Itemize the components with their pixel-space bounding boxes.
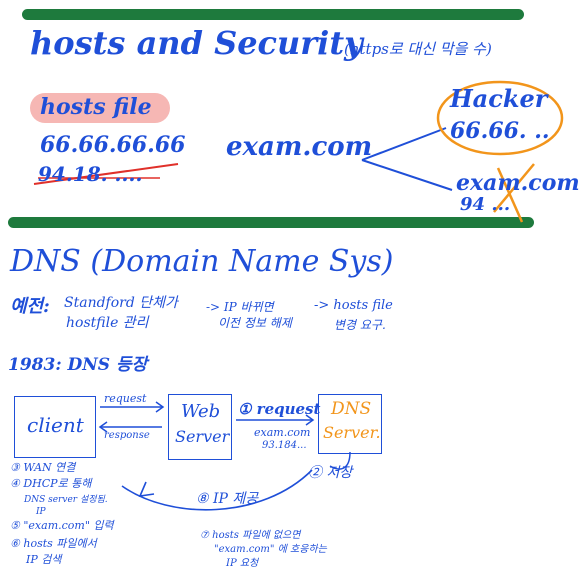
client-step-5: ⑤ "exam.com" 입력	[10, 519, 114, 532]
response-arrow-head	[98, 421, 108, 433]
hosts-security-note: (https로 대신 막을 수)	[344, 40, 492, 58]
web-server-box: Web Server	[168, 394, 232, 460]
hacker-label: Hacker	[450, 84, 548, 113]
hosts-security-title: hosts and Security	[30, 24, 363, 62]
request-label: request	[104, 392, 147, 405]
client-step-2: ④ DHCP로 통해	[10, 477, 92, 490]
cross-line-1	[496, 167, 524, 223]
hosts-file-highlight	[30, 93, 170, 123]
past-label: 예전:	[10, 296, 50, 317]
dns-request-arrow-head	[305, 414, 315, 426]
bottom-step-1: ⑦ hosts 파일에 없으면	[200, 530, 301, 541]
hacker-ip: 66.66. ..	[450, 118, 550, 144]
fake-domain-ip: 94 ...	[460, 194, 511, 215]
dns-server-line-2: Server.	[323, 423, 381, 442]
dns-server-line-1: DNS	[331, 399, 372, 419]
ip-change-line-1: -> IP 바뀌면	[206, 300, 274, 314]
dns-title: DNS (Domain Name Sys)	[10, 244, 394, 279]
client-box: client	[14, 396, 96, 458]
strike-line-1	[33, 163, 179, 185]
past-line-1: Standford 단체가	[64, 295, 178, 311]
hacker-circle	[436, 80, 564, 156]
store-label: ② 저장	[308, 465, 353, 481]
branch-up-line	[361, 127, 447, 161]
response-label: response	[104, 430, 150, 441]
hosts-file-label: hosts file	[40, 94, 152, 120]
hosts-good-ip: 66.66.66.66	[40, 132, 186, 158]
client-label: client	[27, 413, 84, 437]
fake-domain-label: exam.com	[456, 170, 580, 196]
hosts-change-line-2: 변경 요구.	[334, 318, 386, 332]
past-line-2: hostfile 관리	[66, 315, 149, 331]
dns-request-ip: 93.184...	[262, 440, 307, 451]
dns-request-domain: exam.com	[254, 426, 311, 439]
client-step-7: IP 검색	[26, 553, 62, 566]
web-server-line-1: Web	[181, 401, 221, 422]
hosts-change-line-1: -> hosts file	[314, 298, 393, 313]
middle-divider-bar	[8, 217, 534, 228]
ip-return-curve	[121, 469, 313, 511]
hosts-bad-ip: 94.18. ....	[38, 162, 143, 186]
branch-down-line	[361, 159, 453, 191]
ip-return-curve-head	[138, 481, 155, 497]
client-step-3: DNS server 설정됨.	[24, 495, 108, 505]
web-server-line-2: Server	[175, 427, 230, 446]
bottom-step-2: "exam.com" 에 호응하는	[214, 544, 327, 555]
cross-line-2	[493, 163, 535, 213]
request-arrow-head	[155, 401, 165, 413]
dns-request-label: ① request	[238, 400, 321, 418]
top-divider-bar	[22, 9, 524, 20]
bottom-step-3: IP 요청	[226, 558, 259, 569]
client-step-1: ③ WAN 연결	[10, 461, 76, 474]
dns-year-title: 1983: DNS 등장	[8, 355, 148, 375]
store-hook	[329, 451, 351, 470]
client-step-4: IP	[36, 507, 46, 517]
ip-change-line-2: 이전 정보 해제	[218, 316, 292, 330]
ip-provide-label: ⑧ IP 제공	[196, 491, 259, 507]
domain-label: exam.com	[226, 132, 373, 162]
client-step-6: ⑥ hosts 파일에서	[10, 537, 97, 550]
dns-server-box: DNS Server.	[318, 394, 382, 454]
